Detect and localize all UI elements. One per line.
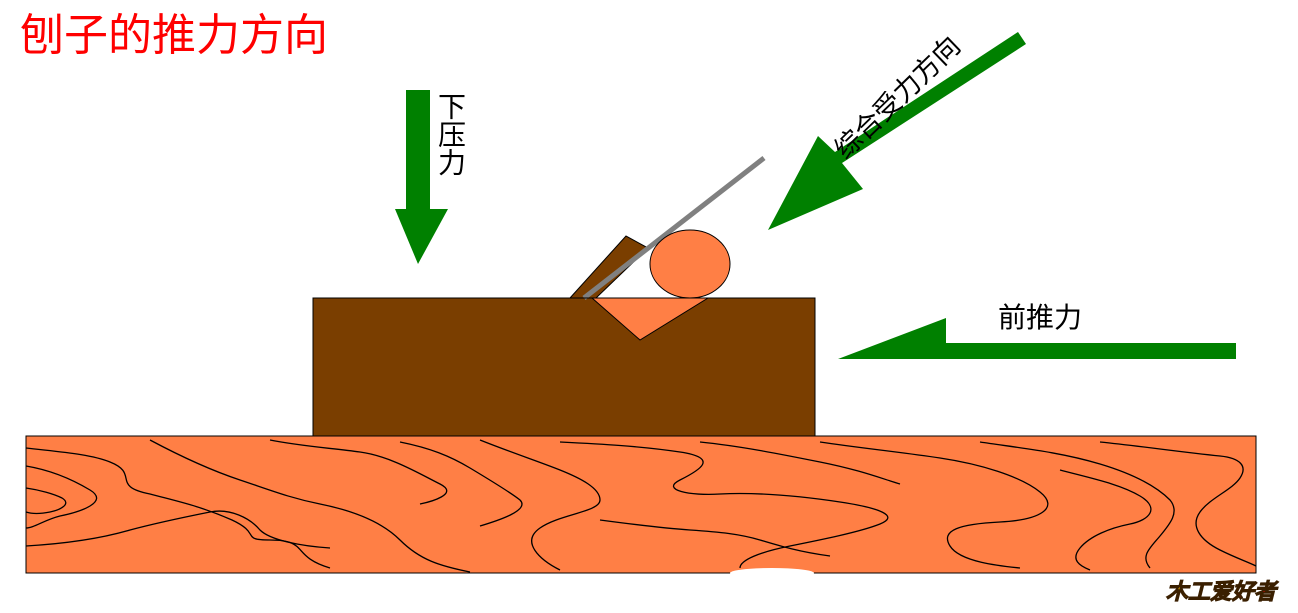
forward-push-arrow [838,318,1236,359]
down-force-label: 下压力 [434,92,467,176]
logo-part2: 爱好者 [1210,580,1277,606]
plane-body [312,297,816,437]
forward-push-label: 前推力 [998,301,1083,334]
plane-wedge [568,235,649,299]
logo-part1: 木工 [1165,580,1211,606]
down-force-arrow [395,90,448,264]
wood-grain [25,439,1257,573]
site-logo: 木工爱好者 [1165,578,1290,608]
page-title: 刨子的推力方向 [20,10,328,61]
plane-blade [582,156,766,300]
combined-force-arrow [768,32,1026,230]
wood-knot [730,568,814,578]
shaving-curl [649,229,731,299]
wood-board [25,435,1257,574]
